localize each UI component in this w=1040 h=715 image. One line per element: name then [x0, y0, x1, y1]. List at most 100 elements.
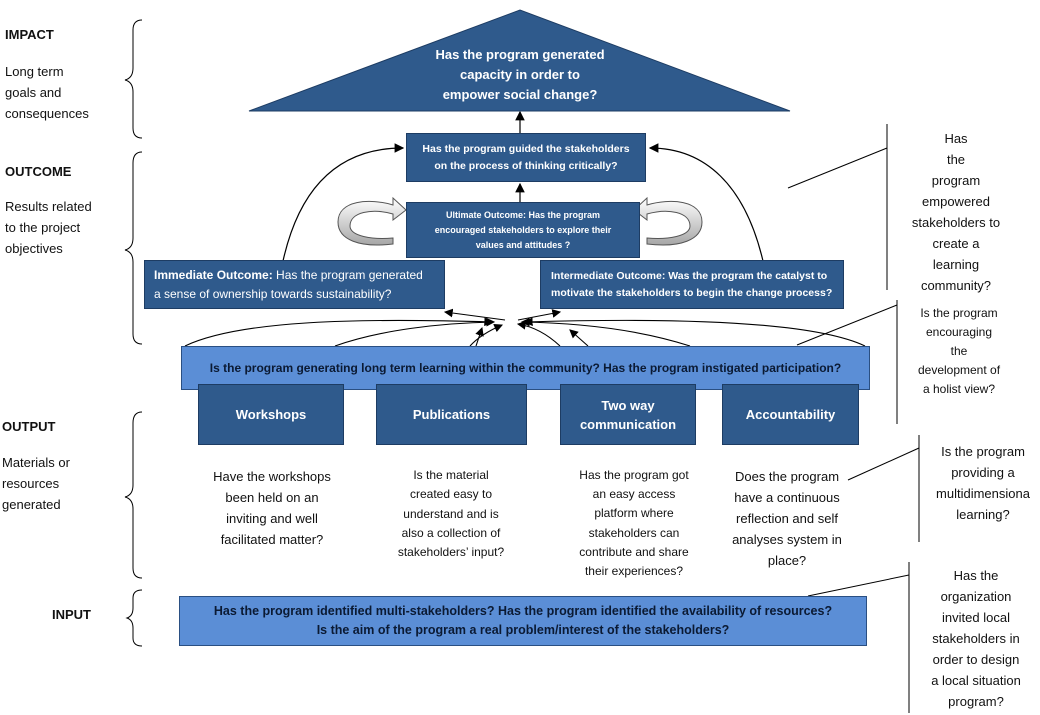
flow-2 — [334, 317, 496, 347]
guided-line: Has the program guided the stakeholders — [422, 142, 630, 155]
side-note-line: the — [950, 344, 968, 358]
flow-1 — [184, 317, 494, 347]
side-note-holist: Is the program encouraging the developme… — [900, 304, 1018, 399]
question-line: stakeholders can — [588, 525, 680, 540]
side-note-line: learning? — [956, 507, 1010, 522]
question-line: have a continuous — [734, 490, 840, 505]
side-note-line: program? — [948, 694, 1004, 709]
output-desc-line: resources — [2, 476, 60, 491]
flow-5 — [516, 320, 561, 347]
question-line: Have the workshops — [213, 469, 331, 484]
impact-desc-line: consequences — [5, 106, 89, 121]
input-bar-line: Has the program identified multi-stakeho… — [213, 604, 833, 618]
flow-4 — [520, 317, 691, 347]
roof-text-line: empower social change? — [442, 87, 598, 102]
publications-box: Publications — [376, 384, 527, 445]
pointer-line-1 — [787, 147, 888, 189]
side-note-line: multidimensiona — [936, 486, 1030, 501]
side-note-line: Has the — [953, 568, 999, 583]
outcome-desc-line: to the project — [5, 220, 81, 235]
immediate-outcome-box: Immediate Outcome: Has the program gener… — [144, 260, 445, 309]
outcome-desc-line: Results related — [5, 199, 92, 214]
question-line: their experiences? — [584, 564, 684, 579]
accountability-box: Accountability — [722, 384, 859, 445]
question-line: place? — [767, 553, 807, 568]
input-bar-line: Is the aim of the program a real problem… — [316, 623, 730, 637]
question-line: understand and is — [403, 506, 499, 521]
impact-desc-line: goals and — [5, 85, 62, 100]
question-line: also a collection of — [401, 525, 501, 540]
guided-line: on the process of thinking critically? — [434, 159, 618, 172]
side-note-line: stakeholders to — [911, 215, 1001, 230]
guided-box: Has the program guided the stakeholders … — [406, 133, 646, 182]
output-title: OUTPUT — [2, 419, 56, 434]
flow-to-intermediate — [517, 309, 562, 321]
impact-desc-line: Long term — [5, 64, 64, 79]
side-note-learning-community: Has the program empowered stakeholders t… — [896, 128, 1016, 296]
output-description: Materials or resources generated — [2, 452, 70, 515]
two-way-line: communication — [579, 416, 677, 432]
swirl-right-icon — [633, 196, 703, 246]
swirl-left-icon — [337, 196, 407, 246]
impact-brace — [124, 19, 143, 139]
side-note-line: a local situation — [931, 673, 1021, 688]
output-desc-line: generated — [2, 497, 61, 512]
intermediate-text: motivate the stakeholders to begin the c… — [551, 286, 833, 299]
immediate-text: a sense of ownership towards sustainabil… — [154, 286, 392, 301]
workshops-question: Have the workshops been held on an invit… — [196, 466, 348, 550]
question-line: facilitated matter? — [220, 532, 324, 547]
roof-text: Has the program generated capacity in or… — [400, 45, 640, 105]
side-note-line: learning — [932, 257, 980, 272]
side-note-line: encouraging — [925, 325, 993, 339]
question-line: inviting and well — [226, 511, 318, 526]
output-desc-line: Materials or — [2, 455, 70, 470]
roof-text-line: Has the program generated — [435, 47, 605, 62]
pointer-line-4 — [807, 574, 910, 597]
accountability-question: Does the program have a continuous refle… — [718, 466, 856, 571]
outcome-brace — [124, 151, 143, 345]
side-note-line: organization — [940, 589, 1012, 604]
flow-up-2 — [569, 329, 589, 347]
side-note-line: Is the program — [920, 306, 998, 320]
question-line: been held on an — [225, 490, 319, 505]
question-line: contribute and share — [579, 544, 689, 559]
impact-description: Long term goals and consequences — [5, 61, 89, 124]
learning-bar: Is the program generating long term lear… — [181, 346, 870, 390]
intermediate-text: Was the program the catalyst to — [665, 269, 828, 282]
roof-triangle — [248, 9, 791, 112]
curve-intermediate-to-guided — [648, 143, 764, 262]
side-note-line: order to design — [932, 652, 1020, 667]
flow-up-1 — [475, 326, 484, 347]
intermediate-label: Intermediate Outcome: — [551, 269, 666, 282]
side-note-line: community? — [920, 278, 992, 293]
ultimate-text: Has the program — [525, 209, 601, 220]
ultimate-label: Ultimate Outcome: — [445, 209, 526, 220]
question-line: Has the program got — [579, 468, 689, 482]
workshops-box: Workshops — [198, 384, 344, 445]
flow-to-immediate — [443, 308, 506, 321]
question-line: platform where — [594, 506, 674, 521]
publications-question: Is the material created easy to understa… — [381, 466, 521, 562]
side-note-line: providing a — [951, 465, 1015, 480]
two-way-line: Two way — [601, 397, 655, 413]
ultimate-text: values and attitudes ? — [475, 239, 571, 250]
question-line: reflection and self — [736, 511, 838, 526]
side-note-line: a holist view? — [922, 382, 996, 396]
pointer-line-3 — [847, 447, 920, 481]
communication-question: Has the program got an easy access platf… — [563, 466, 705, 581]
side-note-line: the — [946, 152, 966, 167]
input-brace — [125, 589, 143, 647]
question-line: stakeholders’ input? — [397, 545, 505, 560]
side-note-line: development of — [917, 363, 1001, 377]
side-note-line: invited local — [942, 610, 1010, 625]
question-line: analyses system in — [732, 532, 842, 547]
intermediate-outcome-box: Intermediate Outcome: Was the program th… — [540, 260, 844, 309]
side-note-line: stakeholders in — [932, 631, 1020, 646]
output-brace — [124, 411, 143, 579]
input-title: INPUT — [52, 607, 91, 622]
question-line: created easy to — [409, 487, 493, 502]
immediate-label: Immediate Outcome: — [154, 267, 273, 282]
two-way-communication-box: Two way communication — [560, 384, 696, 445]
roof-text-line: capacity in order to — [460, 67, 580, 82]
